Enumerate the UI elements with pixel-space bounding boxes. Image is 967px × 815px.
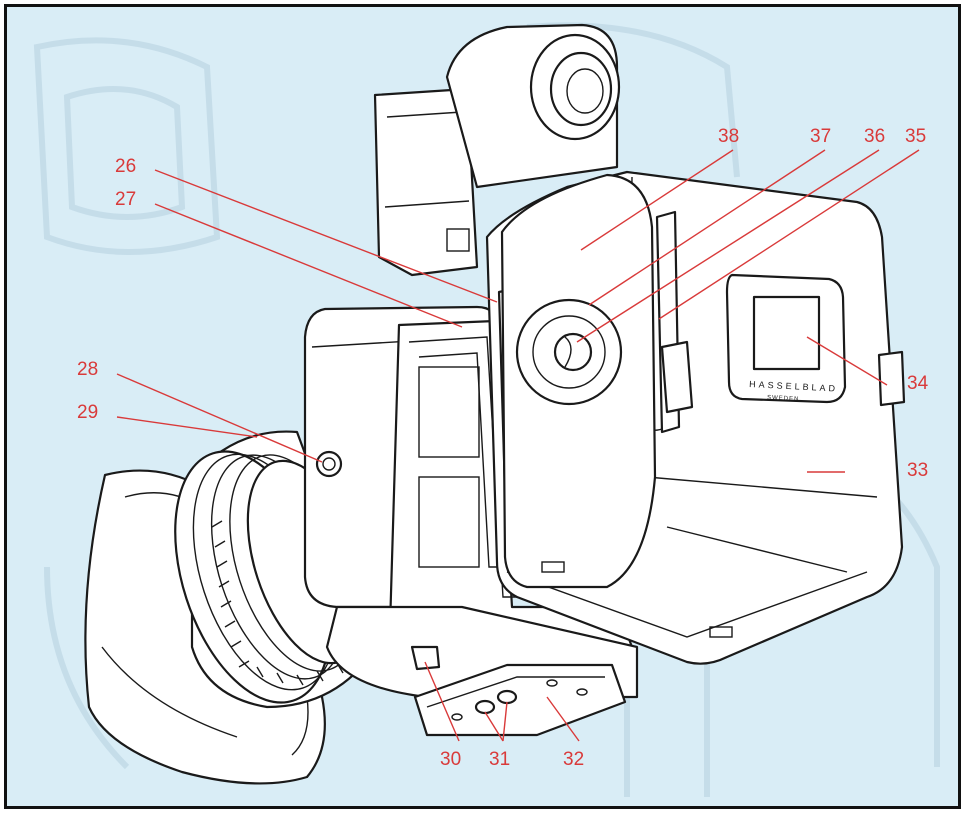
label-34: 34 [907,373,929,394]
label-32: 32 [563,749,584,770]
leader-27 [154,203,463,328]
tripod-socket-2 [496,689,518,705]
label-26: 26 [115,156,136,177]
brand-name: HASSELBLAD [749,379,838,394]
leader-26 [154,169,498,303]
label-37: 37 [810,126,831,147]
label-36: 36 [864,126,885,147]
label-27: 27 [115,189,136,210]
label-29: 29 [77,402,98,423]
leader-38 [580,149,734,251]
leader-28 [116,373,323,463]
camera-body [303,305,639,699]
leader-lines [116,149,920,742]
slot [410,645,441,671]
film-magazine: HASSELBLAD SWEDEN [485,170,906,665]
diagram-frame: HASSELBLAD SWEDEN 26 [4,4,961,809]
viewfinder [373,23,621,277]
callout-labels: 26 27 28 29 30 31 32 33 34 35 36 37 38 [77,126,929,770]
leader-29 [116,416,258,438]
leader-32 [546,696,580,742]
label-31: 31 [489,749,510,770]
label-38: 38 [718,126,739,147]
film-counter-display [752,295,821,371]
label-33: 33 [907,460,928,481]
label-30: 30 [440,749,461,770]
quick-coupling-plate [413,663,627,737]
lens-release-button [315,450,343,478]
leader-37 [588,149,826,306]
leader-35 [658,149,920,320]
leader-31b [502,701,508,742]
leader-30 [424,661,460,742]
camera-diagram: HASSELBLAD SWEDEN 26 [33,22,940,797]
leader-31a [484,711,504,742]
brand-origin: SWEDEN [767,395,800,403]
leader-36 [576,149,880,343]
film-winding-key [553,332,593,372]
label-35: 35 [905,126,926,147]
label-28: 28 [77,359,98,380]
tripod-socket-1 [474,699,496,715]
leader-34 [806,336,888,386]
